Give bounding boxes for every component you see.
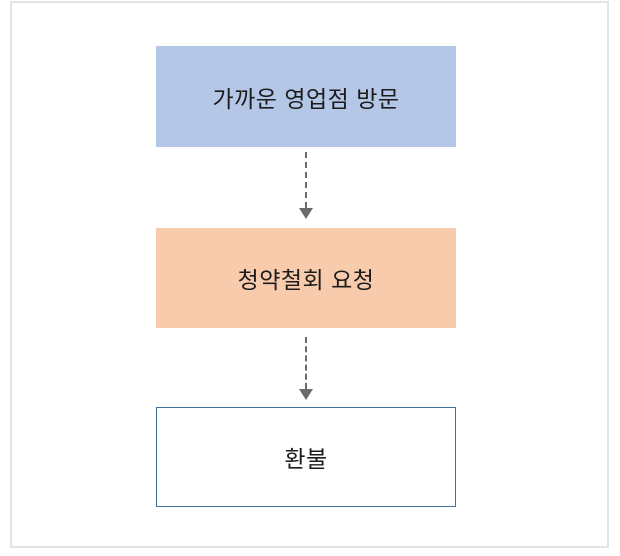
down-arrowhead-icon [299, 208, 313, 219]
flow-step-withdrawal-request: 청약철회 요청 [156, 228, 456, 328]
flow-step-refund: 환불 [156, 407, 456, 507]
dashed-line [305, 152, 307, 208]
down-arrowhead-icon [299, 389, 313, 400]
flow-step-withdrawal-request-label: 청약철회 요청 [237, 267, 375, 293]
dashed-line [305, 337, 307, 389]
flow-step-refund-label: 환불 [284, 446, 328, 472]
flow-step-visit-branch-label: 가까운 영업점 방문 [212, 85, 400, 112]
flow-step-visit-branch: 가까운 영업점 방문 [156, 46, 456, 147]
flow-connector-1 [296, 152, 316, 219]
flow-connector-2 [296, 337, 316, 400]
